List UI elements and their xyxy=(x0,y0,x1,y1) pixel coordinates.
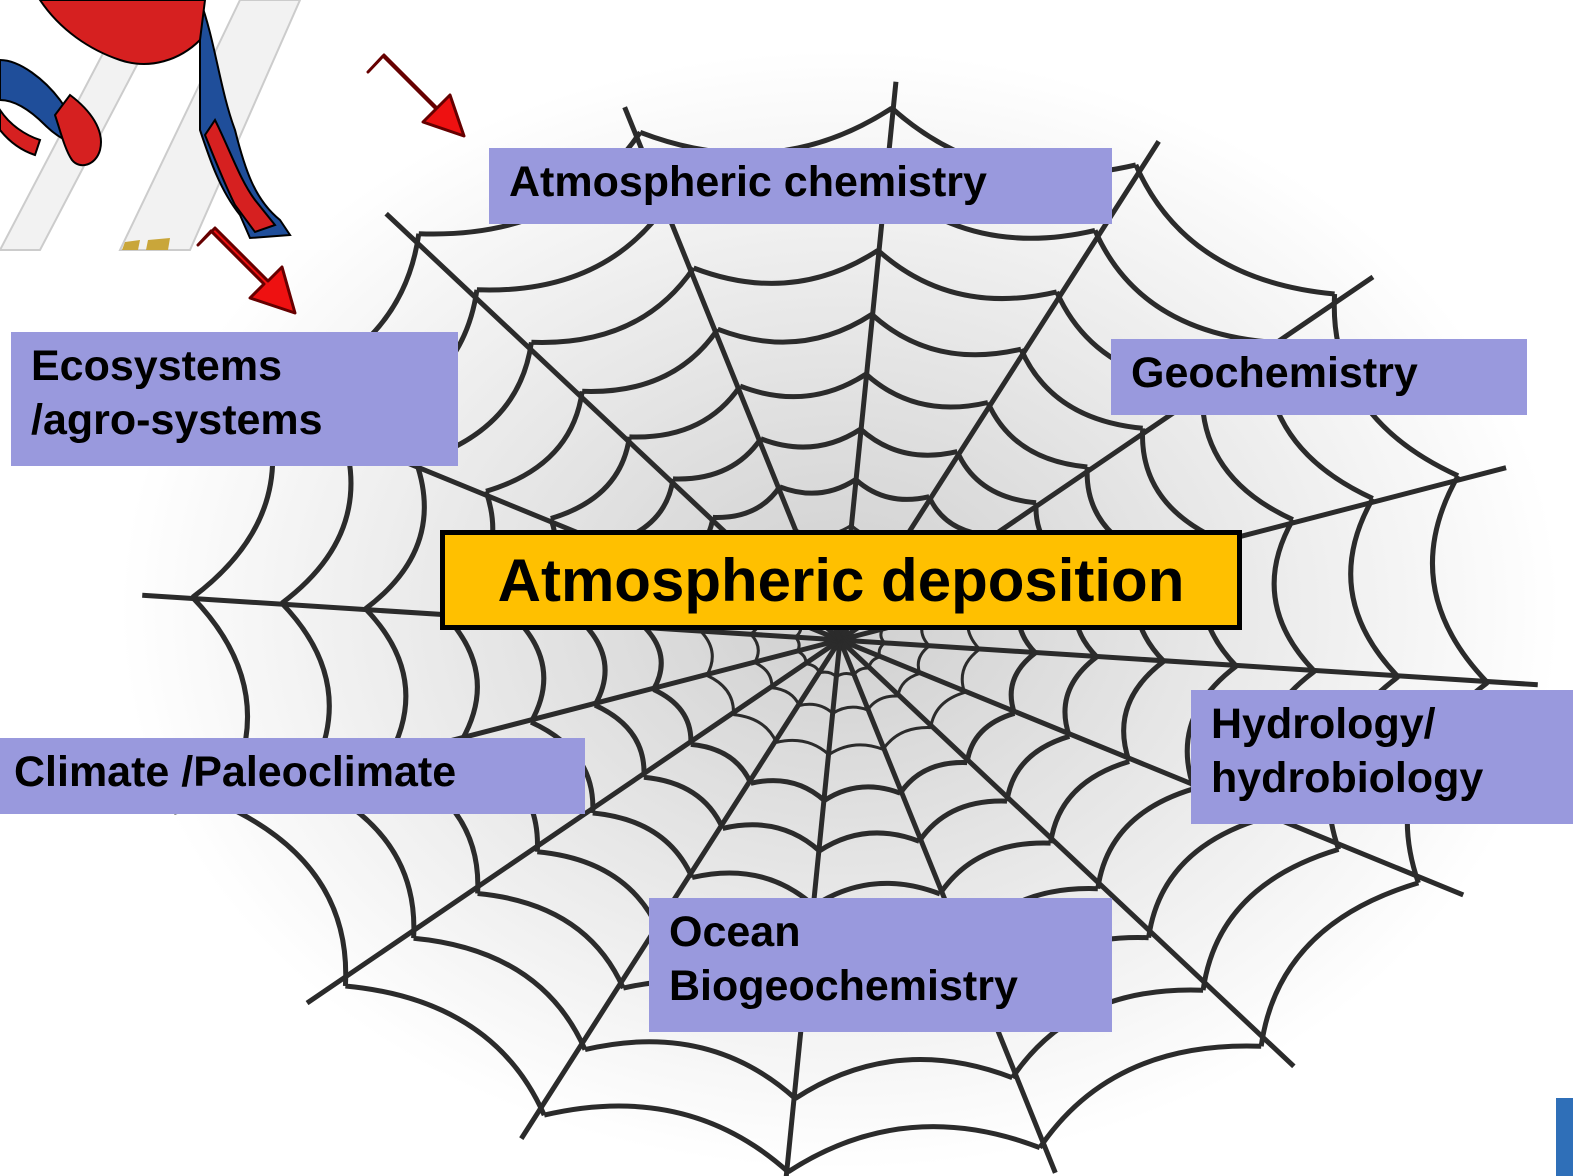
web-spoke xyxy=(838,638,1296,1069)
arrow-icon xyxy=(196,226,297,315)
spiderman-figure xyxy=(0,0,330,251)
web-spoke xyxy=(305,637,842,1006)
topic-line: Atmospheric chemistry xyxy=(509,158,987,206)
topic-line: Ocean xyxy=(669,908,801,956)
corner-decoration xyxy=(1556,1098,1573,1176)
topic-atmospheric-chemistry: Atmospheric chemistry xyxy=(489,148,1112,224)
topic-geochemistry: Geochemistry xyxy=(1111,339,1527,415)
topic-line: hydrobiology xyxy=(1211,753,1484,802)
web-spoke xyxy=(839,637,1465,898)
topic-line: /agro-systems xyxy=(31,395,323,444)
web-spoke xyxy=(839,637,1538,688)
web-ring xyxy=(280,179,1400,1101)
topic-line: Geochemistry xyxy=(1131,349,1418,397)
topic-climate: Climate /Paleoclimate xyxy=(0,738,585,814)
topic-line: Hydrology/ xyxy=(1211,700,1436,748)
topic-ocean: Ocean Biogeochemistry xyxy=(649,898,1112,1032)
topic-line: Biogeochemistry xyxy=(669,961,1018,1010)
topic-line: Climate /Paleoclimate xyxy=(14,748,457,796)
center-label-atmospheric-deposition: Atmospheric deposition xyxy=(440,530,1242,630)
web-spoke xyxy=(519,638,843,1140)
topic-hydrology: Hydrology/ hydrobiology xyxy=(1191,690,1573,824)
topic-ecosystems: Ecosystems /agro-systems xyxy=(11,332,458,466)
topic-line: Ecosystems xyxy=(31,342,282,390)
arrow-icon xyxy=(366,53,466,138)
